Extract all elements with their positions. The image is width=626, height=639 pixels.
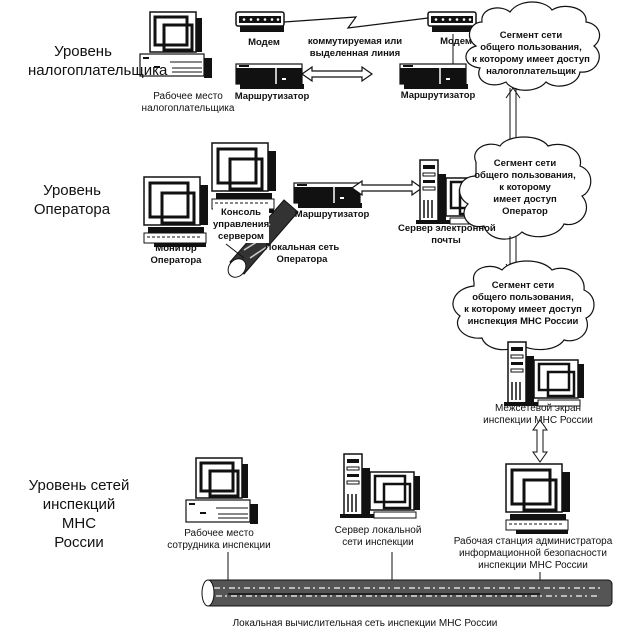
- modem-right-label: Модем: [440, 36, 472, 47]
- router-left-icon: [235, 63, 305, 90]
- label-line: почты: [431, 235, 461, 246]
- admin-workstation-label: Рабочая станция администратора информаци…: [450, 536, 616, 572]
- level-label-line: Уровень сетей: [28, 477, 130, 494]
- label-line: к которому: [499, 182, 551, 193]
- label-line: Рабочая станция администратора: [453, 536, 613, 547]
- level-label-inspection: Уровень сетей инспекций МНС России: [24, 476, 134, 552]
- admin-workstation-icon: [504, 462, 572, 536]
- level-label-line: Уровень: [43, 182, 101, 199]
- label-line: общего пользования,: [480, 42, 582, 53]
- modem-left-icon: [235, 11, 285, 33]
- label-line: инспекции МНС России: [483, 415, 593, 426]
- cloud-operator-label: Сегмент сети общего пользования, к котор…: [470, 158, 580, 218]
- level-label-operator: Уровень Оператора: [28, 181, 116, 219]
- level-label-taxpayer: Уровень налогоплательщика: [28, 42, 168, 80]
- label-line: общего пользования,: [474, 170, 576, 181]
- firewall-icon: [502, 340, 586, 408]
- console-lan-link: [225, 243, 245, 259]
- vertical-arrow-3: [532, 419, 548, 463]
- label-line: налогоплательщика: [141, 103, 235, 114]
- router-mailserver-arrow: [351, 180, 423, 196]
- router-left-label: Маршрутизатор: [234, 91, 310, 102]
- label-line: Оператор: [502, 206, 548, 217]
- inspection-lan-bus: [201, 579, 613, 607]
- cloud-taxpayer: [465, 1, 601, 91]
- label-line: сотрудника инспекции: [167, 540, 271, 551]
- label-line: Локальная сеть: [264, 242, 340, 253]
- label-line: инспекции МНС России: [478, 560, 588, 571]
- cloud-taxpayer-label: Сегмент сети общего пользования, к котор…: [466, 30, 596, 78]
- label-line: Межсетевой экран: [494, 403, 582, 414]
- lan-server-label: Сервер локальной сети инспекции: [330, 525, 426, 549]
- level-label-line: Оператора: [33, 201, 111, 218]
- operator-router-label: Маршрутизатор: [294, 209, 370, 220]
- label-line: к которому имеет доступ: [472, 54, 590, 65]
- label-line: общего пользования,: [472, 292, 574, 303]
- router-right-label: Маршрутизатор: [400, 90, 476, 101]
- level-label-line: налогоплательщика: [28, 62, 168, 79]
- label-line: Рабочее место: [153, 91, 223, 102]
- label-line: имеет доступ: [493, 194, 557, 205]
- label-line: инспекция МНС России: [467, 316, 579, 327]
- operator-lan-label: Локальная сеть Оператора: [264, 242, 340, 266]
- router-link-arrow: [301, 66, 373, 82]
- level-label-line: Уровень: [54, 43, 112, 60]
- lan-server-icon: [338, 452, 422, 520]
- label-line: налогоплательщик: [486, 66, 576, 77]
- operator-router-icon: [293, 182, 363, 209]
- label-line: сервером: [218, 231, 264, 242]
- label-line: управления: [213, 219, 270, 230]
- mail-server-label: Сервер электронной почты: [398, 223, 496, 247]
- label-line: Сегмент сети: [499, 30, 563, 41]
- label-line: Рабочее место: [184, 528, 254, 539]
- lan-bus-label: Локальная вычислительная сеть инспекции …: [232, 618, 498, 629]
- label-line: Сервер локальной: [334, 525, 422, 536]
- label-line: к которому имеет доступ: [464, 304, 582, 315]
- operator-monitor-label: Монитор Оператора: [146, 243, 206, 267]
- modem-right-icon: [427, 11, 477, 33]
- switched-line: [283, 16, 429, 29]
- label-line: Монитор: [155, 243, 197, 254]
- server-console-icon: [210, 141, 278, 215]
- modem-left-label: Модем: [248, 37, 280, 48]
- label-line: коммутируемая или: [307, 36, 403, 47]
- line-type-label: коммутируемая или выделенная линия: [300, 36, 410, 60]
- level-label-line: России: [54, 534, 104, 551]
- employee-workstation-icon: [184, 456, 260, 526]
- firewall-label: Межсетевой экран инспекции МНС России: [478, 403, 598, 427]
- label-line: сети инспекции: [342, 537, 414, 548]
- cloud-operator: [459, 136, 592, 240]
- taxpayer-workstation-label: Рабочее место налогоплательщика: [138, 91, 238, 115]
- level-label-line: инспекций МНС: [42, 496, 116, 532]
- label-line: Сегмент сети: [493, 158, 557, 169]
- router-right-icon: [399, 63, 469, 90]
- employee-workstation-label: Рабочее место сотрудника инспекции: [164, 528, 274, 552]
- label-line: выделенная линия: [309, 48, 401, 59]
- label-line: Консоль: [220, 207, 262, 218]
- label-line: Сегмент сети: [491, 280, 555, 291]
- label-line: Сервер электронной: [398, 223, 496, 234]
- cloud-inspection-label: Сегмент сети общего пользования, к котор…: [460, 280, 586, 328]
- label-line: Оператора: [150, 255, 202, 266]
- label-line: Оператора: [276, 254, 328, 265]
- label-line: информационной безопасности: [459, 548, 607, 559]
- cloud-inspection: [452, 260, 595, 351]
- operator-monitor-icon: [142, 175, 210, 249]
- server-console-label: Консоль управления сервером: [213, 207, 269, 243]
